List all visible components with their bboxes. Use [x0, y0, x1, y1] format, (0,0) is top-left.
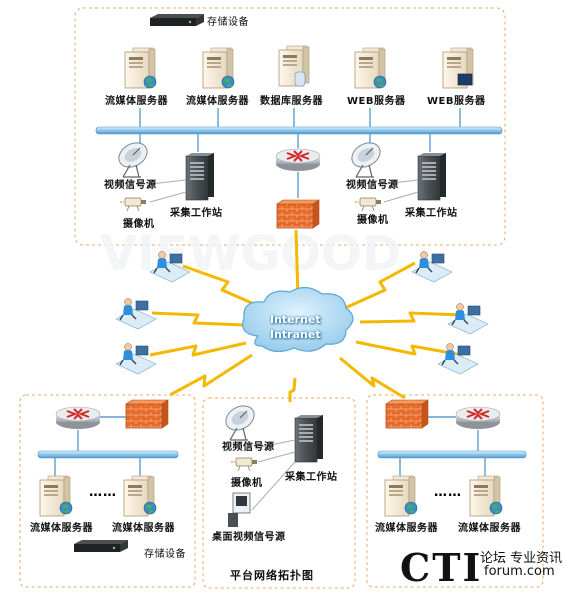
- watermark-tagline: 论坛 专业资讯: [480, 551, 563, 566]
- globe-icon: [221, 75, 235, 89]
- frame-top-platform: [74, 7, 506, 246]
- top-network-bus: [95, 126, 503, 135]
- ellipsis: ……: [434, 485, 462, 500]
- satellite-dish-icon: [220, 400, 260, 441]
- firewall-icon: [385, 399, 429, 429]
- streaming-server-label: 流媒体服务器: [112, 523, 175, 534]
- satellite-dish-icon: [113, 137, 153, 178]
- storage-icon: [150, 14, 204, 26]
- top-bus-drops: [139, 108, 461, 152]
- cable: [149, 179, 187, 185]
- cable: [255, 439, 296, 449]
- capture-station-label: 采集工作站: [285, 472, 338, 483]
- web-server-label: WEB服务器: [427, 96, 486, 107]
- camera-label: 摄像机: [123, 219, 155, 230]
- capture-workstation-icon: [185, 152, 215, 201]
- capture-workstation-icon: [417, 152, 447, 201]
- desktop-pc-icon: [228, 492, 251, 527]
- storage-label: 存储设备: [144, 549, 186, 560]
- storage-label: 存储设备: [207, 17, 249, 28]
- cable: [383, 179, 419, 185]
- internet-cloud: [242, 286, 354, 353]
- watermark-logo: CTI: [400, 545, 483, 590]
- router-icon: [455, 406, 501, 430]
- remote-user-icon: [115, 297, 157, 330]
- remote-user-icon: [447, 302, 489, 335]
- diagram-title: 平台网络拓扑图: [230, 569, 314, 582]
- faint-watermark: VIEWGOOD: [100, 226, 402, 282]
- database-server-label: 数据库服务器: [260, 96, 323, 107]
- video-source-label: 视频信号源: [104, 180, 157, 191]
- streaming-server-label: 流媒体服务器: [30, 523, 93, 534]
- frame-bottom-middle: [202, 397, 356, 589]
- ellipsis: ……: [89, 485, 117, 500]
- storage-icon: [74, 540, 128, 552]
- remote-user-icon: [437, 342, 479, 375]
- database-badge-icon: [294, 71, 306, 87]
- camera-label: 摄像机: [357, 215, 389, 226]
- camera-icon: [230, 457, 258, 472]
- streaming-server-label: 流媒体服务器: [458, 523, 521, 534]
- cable: [383, 191, 419, 203]
- remote-user-icon: [115, 342, 157, 375]
- video-source-label: 视频信号源: [346, 180, 399, 191]
- globe-icon: [373, 75, 387, 89]
- cable: [149, 191, 187, 203]
- satellite-dish-icon: [346, 137, 386, 178]
- router-icon: [55, 406, 101, 430]
- router-icon: [275, 148, 321, 172]
- firewall-icon: [276, 199, 320, 229]
- globe-icon: [489, 501, 503, 515]
- cable: [257, 451, 296, 463]
- site-network-bus: [377, 450, 527, 459]
- site-network-bus: [37, 450, 179, 459]
- frame-bottom-right: [366, 394, 544, 588]
- remote-user-icon: [411, 250, 453, 283]
- streaming-server-label: 流媒体服务器: [105, 96, 168, 107]
- capture-station-label: 采集工作站: [170, 208, 223, 219]
- desktop-video-source-label: 桌面视频信号源: [212, 532, 286, 543]
- firewall-icon: [125, 399, 169, 429]
- lightning-links: [149, 261, 463, 402]
- watermark-domain: forum.com: [484, 564, 555, 579]
- streaming-server-label: 流媒体服务器: [375, 523, 438, 534]
- camera-label: 摄像机: [231, 478, 263, 489]
- camera-icon: [354, 197, 382, 212]
- cable: [251, 461, 296, 511]
- globe-icon: [143, 75, 157, 89]
- capture-workstation-icon: [294, 414, 324, 463]
- streaming-server-label: 流媒体服务器: [186, 96, 249, 107]
- globe-icon: [404, 501, 418, 515]
- internet-label: Internet: [270, 313, 321, 326]
- web-monitor-icon: [457, 73, 473, 86]
- web-server-label: WEB服务器: [347, 96, 406, 107]
- firewall-to-cloud-link: [294, 229, 300, 299]
- camera-icon: [119, 197, 147, 212]
- capture-station-label: 采集工作站: [405, 208, 458, 219]
- intranet-label: Intranet: [270, 328, 321, 341]
- globe-icon: [143, 501, 157, 515]
- video-source-label: 视频信号源: [222, 442, 275, 453]
- globe-icon: [59, 501, 73, 515]
